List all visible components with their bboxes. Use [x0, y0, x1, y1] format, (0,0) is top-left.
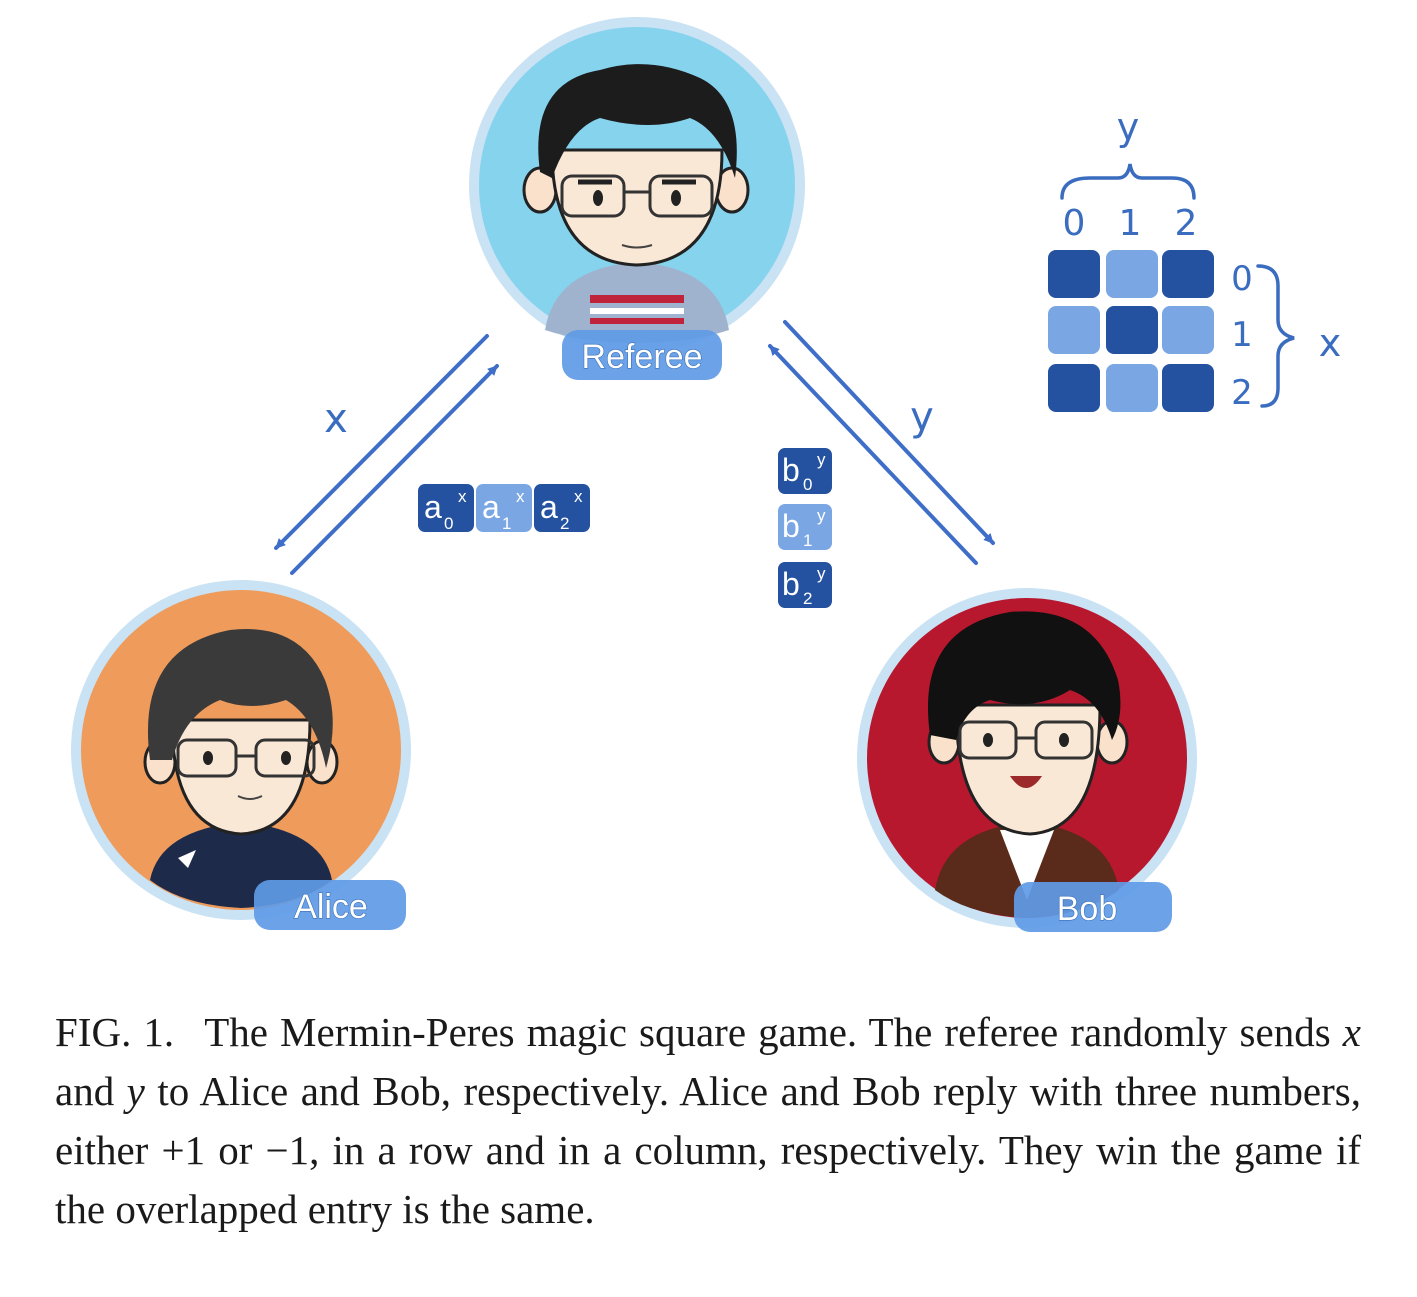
svg-text:1: 1: [803, 531, 812, 550]
column-index: 1: [1119, 203, 1142, 244]
alice-answers: a 0 x a 1 x a 2 x: [418, 484, 590, 533]
square-cell: [1048, 250, 1100, 298]
bob-answers: b 0 y b 1 y b 2 y: [778, 448, 832, 608]
alice-avatar: [71, 580, 411, 920]
square-cell: [1162, 250, 1214, 298]
arrow-referee-to-alice: [274, 334, 489, 550]
caption-text: to Alice and Bob, respectively. Alice an…: [55, 1068, 1361, 1232]
figure-label: FIG. 1.: [55, 1009, 175, 1055]
bob-avatar: [857, 588, 1197, 928]
bob-answer-chip: b 0 y: [778, 448, 832, 494]
figure: Referee Alice Bob x y a 0 x a 1 x a: [71, 17, 1341, 932]
alice-answer-chip: a 0 x: [418, 484, 474, 533]
column-index: 0: [1063, 203, 1086, 244]
svg-text:b: b: [782, 508, 800, 544]
svg-text:y: y: [817, 450, 826, 469]
arrow-label-y: y: [910, 394, 934, 440]
caption-text: The Mermin-Peres magic square game. The …: [204, 1009, 1343, 1055]
svg-text:b: b: [782, 452, 800, 488]
column-axis-label: y: [1117, 105, 1140, 149]
bob-answer-chip: b 2 y: [778, 562, 832, 608]
svg-text:2: 2: [560, 514, 569, 533]
referee-label: Referee: [582, 338, 703, 376]
svg-text:x: x: [574, 487, 583, 506]
svg-text:a: a: [424, 489, 442, 525]
bob-answer-chip: b 1 y: [778, 504, 832, 550]
square-cell: [1106, 306, 1158, 354]
row-brace: [1256, 264, 1295, 408]
row-index: 0: [1231, 259, 1253, 299]
bob-label: Bob: [1057, 890, 1118, 928]
bob-tag: Bob: [1014, 882, 1172, 932]
square-cell: [1162, 364, 1214, 412]
arrow-referee-to-bob: [783, 320, 995, 545]
svg-text:1: 1: [502, 514, 511, 533]
caption-var-x: x: [1342, 1009, 1361, 1055]
svg-text:0: 0: [444, 514, 453, 533]
referee-tag: Referee: [562, 330, 722, 380]
svg-text:y: y: [817, 506, 826, 525]
square-cell: [1048, 364, 1100, 412]
square-cell: [1162, 306, 1214, 354]
arrow-label-x: x: [324, 396, 348, 442]
caption-text: and: [55, 1068, 127, 1114]
square-cell: [1106, 250, 1158, 298]
row-axis-label: x: [1319, 321, 1342, 365]
alice-tag: Alice: [254, 880, 406, 930]
svg-text:a: a: [482, 489, 500, 525]
row-index: 2: [1231, 373, 1253, 413]
alice-answer-chip: a 2 x: [534, 484, 590, 533]
magic-square: y 0 1 2 0 1 2 x: [1048, 105, 1341, 413]
caption-var-y: y: [126, 1068, 145, 1114]
alice-label: Alice: [294, 888, 368, 926]
svg-text:y: y: [817, 564, 826, 583]
referee-avatar: [469, 17, 805, 353]
svg-text:x: x: [516, 487, 525, 506]
column-brace: [1060, 163, 1196, 200]
column-index: 2: [1175, 203, 1198, 244]
arrow-alice-to-referee: [290, 364, 499, 575]
alice-answer-chip: a 1 x: [476, 484, 532, 533]
svg-text:2: 2: [803, 589, 812, 608]
square-cell: [1106, 364, 1158, 412]
arrows: [274, 320, 995, 575]
svg-text:x: x: [458, 487, 467, 506]
square-cell: [1048, 306, 1100, 354]
row-index: 1: [1231, 315, 1253, 355]
svg-text:a: a: [540, 489, 558, 525]
svg-text:0: 0: [803, 475, 812, 494]
arrow-bob-to-referee: [768, 344, 978, 565]
svg-text:b: b: [782, 566, 800, 602]
figure-caption: FIG. 1. The Mermin-Peres magic square gam…: [55, 1003, 1361, 1239]
